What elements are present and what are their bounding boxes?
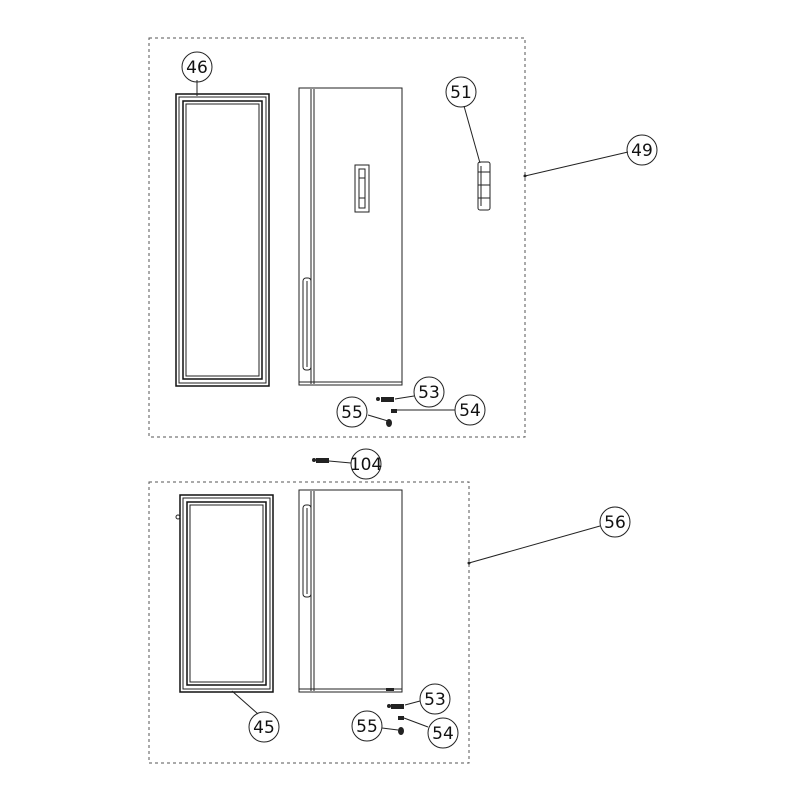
callout-54-bottom: 54	[427, 717, 459, 749]
upper-hinge-pin	[376, 397, 394, 402]
svg-text:54: 54	[459, 401, 481, 421]
upper-door-assembly-group-box	[148, 37, 526, 438]
callout-49: 49	[626, 134, 658, 166]
upper-door-gasket	[175, 93, 270, 387]
part-104-pin	[312, 458, 329, 463]
callout-54-top: 54	[454, 394, 486, 426]
svg-text:55: 55	[356, 717, 378, 737]
svg-text:56: 56	[604, 513, 626, 533]
callout-51: 51	[445, 76, 477, 108]
svg-text:51: 51	[450, 83, 472, 103]
svg-text:53: 53	[424, 690, 446, 710]
upper-washer	[391, 409, 397, 413]
callout-53-top: 53	[413, 376, 445, 408]
part-51-bracket	[477, 161, 491, 211]
callout-55-bottom: 55	[351, 710, 383, 742]
lower-door-panel	[298, 489, 403, 693]
svg-text:104: 104	[350, 455, 382, 475]
svg-text:45: 45	[253, 718, 275, 738]
lower-door-assembly-group-box	[148, 481, 470, 764]
lower-door-gasket	[175, 494, 274, 693]
lower-screw	[398, 727, 404, 735]
svg-text:55: 55	[341, 403, 363, 423]
callout-46: 46	[181, 51, 213, 83]
callout-45: 45	[248, 711, 280, 743]
upper-door-panel	[298, 87, 403, 386]
svg-text:54: 54	[432, 724, 454, 744]
lower-hinge-pin	[387, 704, 404, 709]
lower-washer	[398, 716, 404, 720]
callout-53-bottom: 53	[419, 683, 451, 715]
callout-104: 104	[350, 448, 382, 480]
callout-55-top: 55	[336, 396, 368, 428]
svg-text:46: 46	[186, 58, 208, 78]
svg-text:53: 53	[418, 383, 440, 403]
svg-text:49: 49	[631, 141, 653, 161]
callout-56: 56	[599, 506, 631, 538]
